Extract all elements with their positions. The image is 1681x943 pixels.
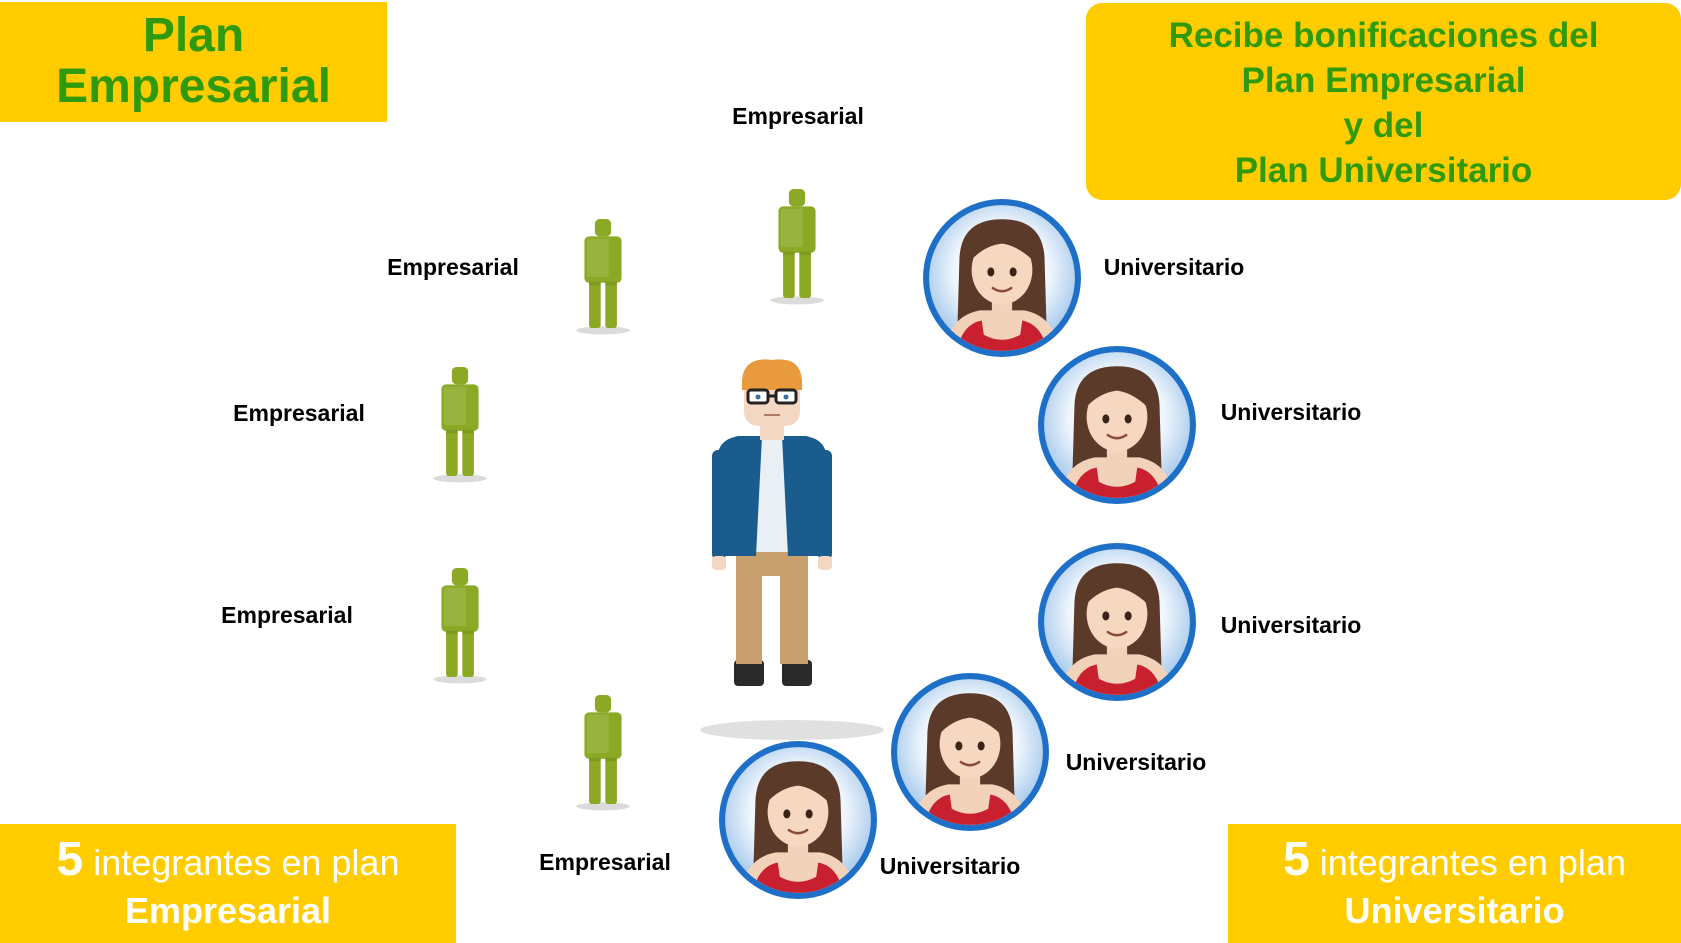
bonus-line3: y del: [1343, 106, 1424, 145]
empresarial-label: Empresarial: [233, 400, 365, 426]
empresarial-label: Empresarial: [387, 254, 519, 280]
universitario-avatar-icon: [921, 197, 1083, 359]
universitario-avatar-icon: [1036, 344, 1198, 506]
empresarial-person-icon: [431, 341, 489, 509]
bonus-line1: Recibe bonificaciones del: [1168, 16, 1599, 55]
plan-title-box: Plan Empresarial: [0, 2, 387, 122]
universitario-label: Universitario: [879, 853, 1021, 879]
empresarial-person-icon: [574, 669, 632, 837]
universitario-avatar-icon: [889, 671, 1051, 833]
universitario-avatar-icon: [717, 739, 879, 901]
count-universitario-box: 5 integrantes en plan Universitario: [1228, 824, 1681, 943]
count-universitario-number: 5: [1283, 833, 1310, 886]
empresarial-label: Empresarial: [221, 602, 353, 628]
empresarial-person-icon: [574, 193, 632, 361]
empresarial-label: Empresarial: [732, 103, 864, 129]
universitario-label: Universitario: [1220, 612, 1362, 638]
central-person-icon: [700, 359, 884, 740]
bonus-box: Recibe bonificaciones del Plan Empresari…: [1086, 3, 1681, 200]
empresarial-label: Empresarial: [539, 849, 671, 875]
bonus-line2: Plan Empresarial: [1241, 61, 1526, 100]
universitario-label: Universitario: [1065, 749, 1207, 775]
universitario-label: Universitario: [1220, 399, 1362, 425]
count-empresarial-text: integrantes en plan: [93, 842, 400, 883]
bonus-line4: Plan Universitario: [1234, 151, 1533, 190]
count-empresarial-plan: Empresarial: [124, 890, 332, 931]
count-universitario-text: integrantes en plan: [1319, 842, 1626, 883]
universitario-label: Universitario: [1103, 254, 1245, 280]
count-empresarial-number: 5: [56, 833, 84, 886]
plan-title-line2: Empresarial: [56, 60, 331, 113]
empresarial-person-icon: [768, 163, 826, 331]
universitario-avatar-icon: [1036, 541, 1198, 703]
empresarial-person-icon: [431, 542, 489, 710]
count-empresarial-box: 5 integrantes en plan Empresarial: [0, 824, 456, 943]
count-universitario-plan: Universitario: [1344, 890, 1565, 931]
plan-title-line1: Plan: [142, 9, 245, 62]
